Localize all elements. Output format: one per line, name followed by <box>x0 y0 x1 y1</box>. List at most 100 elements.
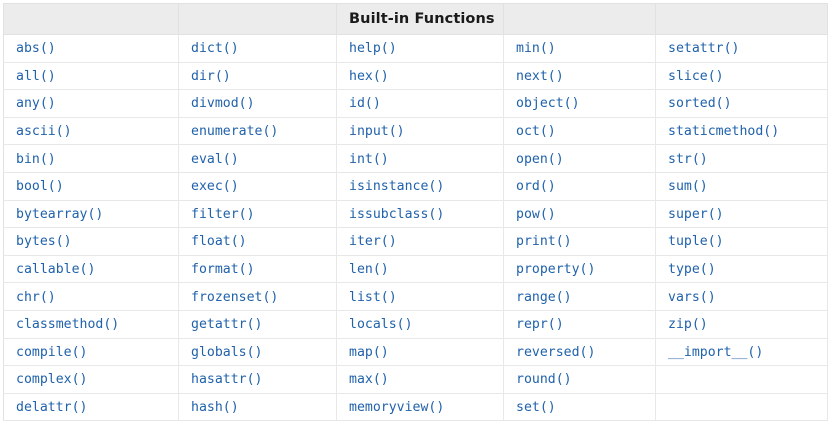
function-link[interactable]: zip() <box>668 317 708 333</box>
table-cell: locals() <box>336 310 504 339</box>
table-cell: reversed() <box>503 338 656 367</box>
function-link[interactable]: len() <box>349 262 389 278</box>
table-cell: next() <box>503 62 656 91</box>
table-cell: divmod() <box>178 89 337 118</box>
function-link[interactable]: next() <box>516 68 564 84</box>
function-link[interactable]: tuple() <box>668 234 724 250</box>
function-link[interactable]: min() <box>516 41 556 57</box>
function-link[interactable]: divmod() <box>191 96 255 112</box>
function-link[interactable]: repr() <box>516 317 564 333</box>
function-link[interactable]: sorted() <box>668 96 732 112</box>
function-link[interactable]: ord() <box>516 179 556 195</box>
table-cell: oct() <box>503 117 656 146</box>
function-link[interactable]: all() <box>16 68 56 84</box>
function-link[interactable]: ascii() <box>16 124 72 140</box>
function-link[interactable]: chr() <box>16 289 56 305</box>
table-cell: input() <box>336 117 504 146</box>
function-link[interactable]: bool() <box>16 179 64 195</box>
function-link[interactable]: list() <box>349 289 397 305</box>
function-link[interactable]: id() <box>349 96 381 112</box>
function-link[interactable]: __import__() <box>668 344 764 360</box>
table-row: bytearray() filter() issubclass() pow() supe… <box>3 200 828 229</box>
function-link[interactable]: callable() <box>16 262 96 278</box>
function-link[interactable]: float() <box>191 234 247 250</box>
table-cell: all() <box>3 62 179 91</box>
table-cell: bytearray() <box>3 200 179 229</box>
function-link[interactable]: locals() <box>349 317 413 333</box>
table-row: any() divmod() id() object() sorted() <box>3 89 828 118</box>
function-link[interactable]: str() <box>668 151 708 167</box>
function-link[interactable]: any() <box>16 96 56 112</box>
table-cell: slice() <box>655 62 828 91</box>
function-link[interactable]: setattr() <box>668 41 740 57</box>
function-link[interactable]: hash() <box>191 400 239 416</box>
table-cell: issubclass() <box>336 200 504 229</box>
table-row: ascii() enumerate() input() oct() staticmeth… <box>3 117 828 146</box>
function-link[interactable]: vars() <box>668 289 716 305</box>
function-link[interactable]: map() <box>349 344 389 360</box>
function-link[interactable]: dir() <box>191 68 231 84</box>
table-cell: abs() <box>3 34 179 63</box>
function-link[interactable]: hex() <box>349 68 389 84</box>
function-link[interactable]: complex() <box>16 372 88 388</box>
table-cell: setattr() <box>655 34 828 63</box>
function-link[interactable]: input() <box>349 124 405 140</box>
function-link[interactable]: print() <box>516 234 572 250</box>
function-link[interactable]: round() <box>516 372 572 388</box>
table-cell: vars() <box>655 282 828 311</box>
function-link[interactable]: sum() <box>668 179 708 195</box>
function-link[interactable]: dict() <box>191 41 239 57</box>
function-link[interactable]: reversed() <box>516 344 596 360</box>
header-cell-4 <box>503 3 656 35</box>
function-link[interactable]: bytes() <box>16 234 72 250</box>
function-link[interactable]: open() <box>516 151 564 167</box>
function-link[interactable]: slice() <box>668 68 724 84</box>
function-link[interactable]: enumerate() <box>191 124 279 140</box>
function-link[interactable]: help() <box>349 41 397 57</box>
function-link[interactable]: bytearray() <box>16 206 104 222</box>
table-row: complex() hasattr() max() round() <box>3 365 828 394</box>
table-cell: bool() <box>3 172 179 201</box>
table-cell: set() <box>503 393 656 421</box>
function-link[interactable]: pow() <box>516 206 556 222</box>
table-row: callable() format() len() property() type() <box>3 255 828 284</box>
function-link[interactable]: max() <box>349 372 389 388</box>
function-link[interactable]: set() <box>516 400 556 416</box>
function-link[interactable]: frozenset() <box>191 289 279 305</box>
function-link[interactable]: bin() <box>16 151 56 167</box>
function-link[interactable]: issubclass() <box>349 206 445 222</box>
function-link[interactable]: exec() <box>191 179 239 195</box>
table-cell: sum() <box>655 172 828 201</box>
builtin-functions-table: Built-in Functions abs()dict()help()min(… <box>3 3 828 421</box>
function-link[interactable]: hasattr() <box>191 372 263 388</box>
function-link[interactable]: eval() <box>191 151 239 167</box>
table-row: bool() exec() isinstance() ord() sum() <box>3 172 828 201</box>
function-link[interactable]: type() <box>668 262 716 278</box>
table-cell: eval() <box>178 144 337 173</box>
table-cell: bytes() <box>3 227 179 256</box>
function-link[interactable]: classmethod() <box>16 317 120 333</box>
function-link[interactable]: globals() <box>191 344 263 360</box>
table-cell: dir() <box>178 62 337 91</box>
function-link[interactable]: oct() <box>516 124 556 140</box>
table-row: compile() globals() map() reversed() __impor… <box>3 338 828 367</box>
function-link[interactable]: range() <box>516 289 572 305</box>
function-link[interactable]: delattr() <box>16 400 88 416</box>
function-link[interactable]: super() <box>668 206 724 222</box>
function-link[interactable]: abs() <box>16 41 56 57</box>
function-link[interactable]: compile() <box>16 344 88 360</box>
function-link[interactable]: staticmethod() <box>668 124 780 140</box>
table-cell: super() <box>655 200 828 229</box>
function-link[interactable]: memoryview() <box>349 400 445 416</box>
table-cell: isinstance() <box>336 172 504 201</box>
function-link[interactable]: getattr() <box>191 317 263 333</box>
function-link[interactable]: isinstance() <box>349 179 445 195</box>
function-link[interactable]: int() <box>349 151 389 167</box>
function-link[interactable]: format() <box>191 262 255 278</box>
function-link[interactable]: iter() <box>349 234 397 250</box>
function-link[interactable]: property() <box>516 262 596 278</box>
header-cell-5 <box>655 3 828 35</box>
function-link[interactable]: filter() <box>191 206 255 222</box>
table-cell: memoryview() <box>336 393 504 421</box>
function-link[interactable]: object() <box>516 96 580 112</box>
